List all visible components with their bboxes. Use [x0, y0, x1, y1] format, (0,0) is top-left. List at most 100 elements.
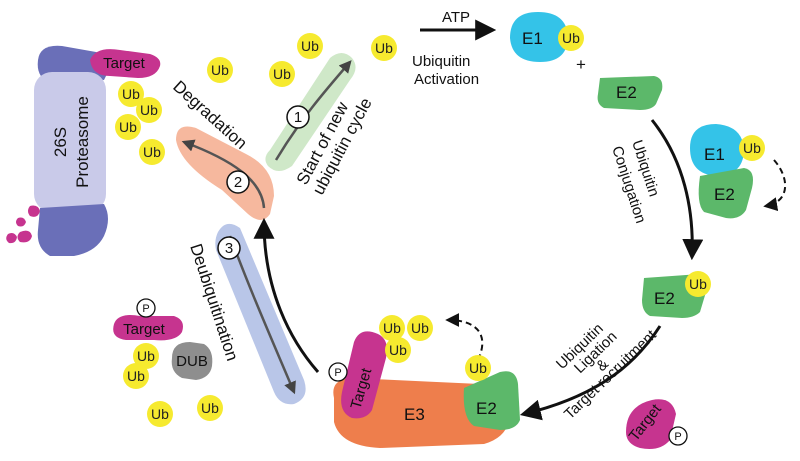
- ubiquitin-proteasome: Ub: [136, 97, 162, 123]
- ubiquitin-label: Ub: [201, 400, 219, 416]
- ubiquitin-label: Ub: [137, 348, 155, 364]
- ubiquitin-circle: [197, 395, 223, 421]
- conjugation-arrow: [650, 119, 704, 261]
- ubiquitin-label: Ub: [119, 119, 137, 135]
- ubiquitin-circle: [465, 355, 491, 381]
- ubiquitin-proteasome: Ub: [118, 81, 144, 107]
- ubiquitin-circle: [371, 35, 397, 61]
- peptide-fragment: [28, 205, 40, 217]
- e3-label: E3: [404, 405, 425, 424]
- step-2-number: 2: [234, 174, 242, 191]
- ubiquitin-circle: [739, 135, 765, 161]
- ubiquitin-label: Ub: [469, 360, 487, 376]
- ubiquitin-e3: Ub: [385, 337, 411, 363]
- ubiquitin-label: Ub: [743, 140, 761, 156]
- target-shape: [90, 49, 161, 78]
- ubiquitin-circle: [139, 139, 165, 165]
- e1-label: E1: [704, 145, 725, 164]
- ubiquitin-circle: [558, 25, 584, 51]
- step-3-marker: 3: [217, 236, 241, 260]
- ubiquitin-circle: [685, 271, 711, 297]
- ubiquitin-dub: Ub: [147, 401, 173, 427]
- target-shape: [626, 399, 676, 449]
- e1-label: E1: [522, 29, 543, 48]
- e1-enzyme: E1: [510, 12, 568, 62]
- ubiquitin-circle: [407, 315, 433, 341]
- proteasome-body: [34, 72, 106, 212]
- ubiquitin-circle: [123, 363, 149, 389]
- ubiquitin-circle: [115, 114, 141, 140]
- phosphate-label: P: [334, 367, 341, 379]
- proteasome-bottom-cap: [37, 204, 108, 256]
- step-2-marker: 2: [226, 170, 250, 194]
- return-arrow: [253, 217, 320, 373]
- ubiquitin-e1: Ub: [558, 25, 584, 51]
- ubiquitin-proteasome: Ub: [139, 139, 165, 165]
- dub-shape: [171, 342, 213, 380]
- e2-shape: [597, 76, 663, 110]
- ubiquitin-circle: [385, 337, 411, 363]
- ubiquitin-dub: Ub: [133, 343, 159, 369]
- proteasome: 26S Proteasome: [6, 45, 109, 256]
- ubiquitin-e2: Ub: [685, 271, 711, 297]
- ubiquitin-e3: Ub: [379, 315, 405, 341]
- proteasome-name-label: Proteasome: [73, 96, 92, 188]
- ubiquitin-label: Ub: [143, 144, 161, 160]
- phosphate-marker: [668, 426, 688, 446]
- ubiquitin-label: Ub: [122, 86, 140, 102]
- e1-e2-complex: E1 E2: [690, 124, 787, 219]
- ubiquitin-label: Ub: [127, 368, 145, 384]
- step-1-number: 1: [294, 109, 302, 126]
- transfer-arrow: [763, 159, 787, 212]
- ubiquitin-label: Ub: [689, 276, 707, 292]
- ubiquitin-circle: [207, 57, 233, 83]
- e2-label: E2: [654, 289, 675, 308]
- e2-label: E2: [714, 185, 735, 204]
- e1-shape: [690, 124, 744, 176]
- e2-label: E2: [476, 399, 497, 418]
- ubiquitin-circle: [118, 81, 144, 107]
- ubiquitin-label: Ub: [140, 102, 158, 118]
- activation-label-line1: Ubiquitin: [412, 53, 470, 70]
- phosphate-label: P: [674, 431, 681, 443]
- ubiquitin-label: Ub: [151, 406, 169, 422]
- target-shape: [113, 315, 183, 341]
- ubiquitin-label: Ub: [273, 66, 291, 82]
- ubiquitin-proteasome: Ub: [115, 114, 141, 140]
- dub-label: DUB: [176, 353, 208, 370]
- ubiquitin-dub: Ub: [123, 363, 149, 389]
- free-target-protein: Target P: [626, 399, 688, 449]
- step-3-number: 3: [225, 240, 233, 257]
- peptide-fragment: [16, 217, 26, 227]
- ubiquitin-label: Ub: [211, 62, 229, 78]
- ubiquitin-circle: [269, 61, 295, 87]
- peptide-fragment: [6, 233, 17, 244]
- target-label: Target: [123, 321, 166, 338]
- target-label: Target: [103, 55, 146, 72]
- ubiquitin-free: Ub: [207, 57, 233, 83]
- e1-shape: [510, 12, 568, 62]
- ubiquitin-label: Ub: [389, 342, 407, 358]
- ubiquitin-label: Ub: [301, 38, 319, 54]
- ligation-arrow: [519, 325, 662, 421]
- ubiquitin-e3: Ub: [465, 355, 491, 381]
- target-protein-proteasome: Target: [90, 49, 161, 78]
- e2-shape: [698, 168, 753, 219]
- ubiquitin-label: Ub: [411, 320, 429, 336]
- e2-label: E2: [616, 83, 637, 102]
- ubiquitin-circle: [133, 343, 159, 369]
- e3-ligase-complex: Target E2 E3 P: [328, 313, 520, 448]
- ubiquitin-circle: [297, 33, 323, 59]
- phosphate-marker: [136, 298, 156, 318]
- atp-label: ATP: [442, 9, 470, 26]
- ligation-transfer-arrow: [445, 313, 484, 361]
- phosphate-marker: [328, 362, 348, 382]
- proteasome-26s-label: 26S: [51, 127, 70, 157]
- ubiquitin-circle: [147, 401, 173, 427]
- ubiquitin-e3: Ub: [407, 315, 433, 341]
- plus-sign: +: [576, 55, 586, 74]
- ubiquitin-free: Ub: [297, 33, 323, 59]
